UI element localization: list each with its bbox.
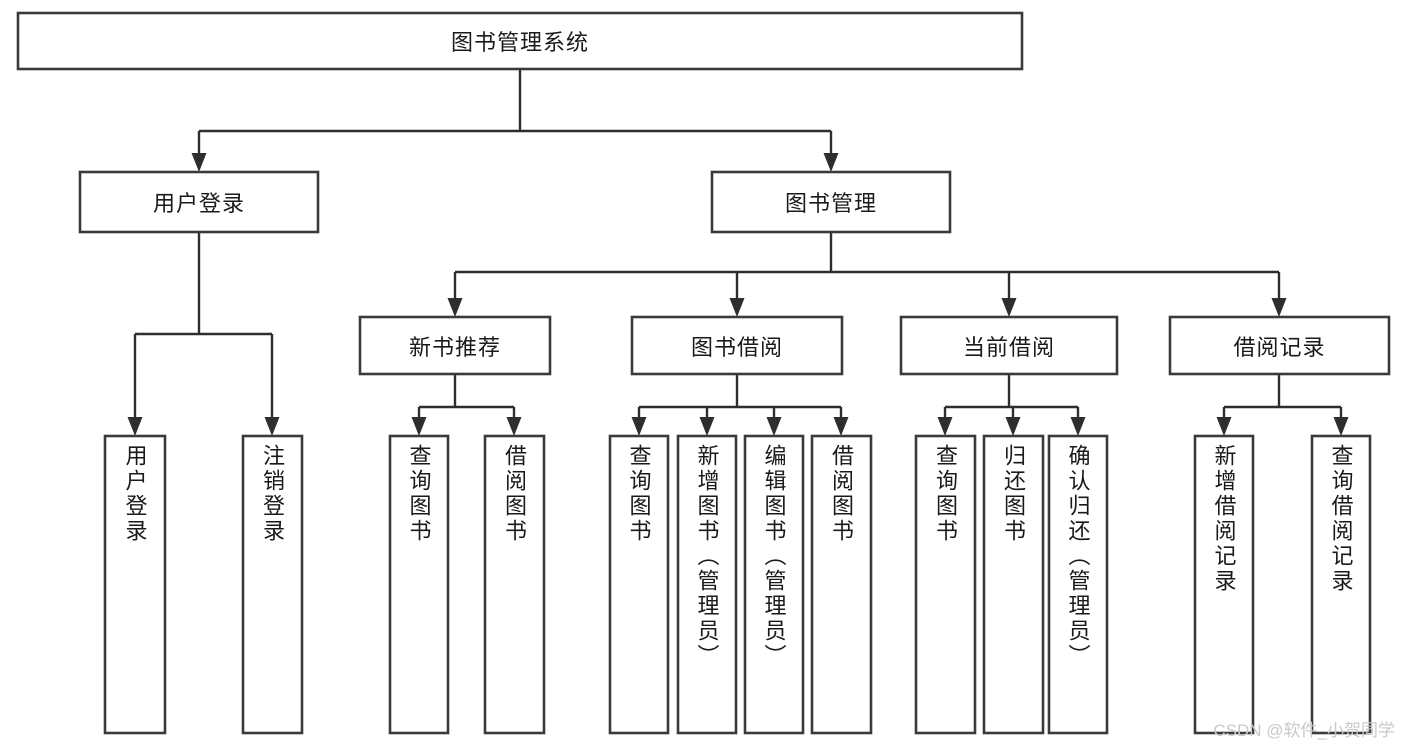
node-box-leaf-edit-book-admin[interactable] (743, 434, 805, 735)
arrow-head-icon (1005, 417, 1021, 436)
csdn-watermark: CSDN @软件_小贺同学 (1213, 721, 1395, 740)
node-box-book-borrow[interactable] (630, 315, 844, 376)
arrow-head-icon (411, 417, 427, 436)
arrow-head-icon (1271, 298, 1287, 317)
node-box-leaf-logout-login[interactable] (241, 434, 304, 735)
arrow-head-icon (833, 417, 849, 436)
arrow-head-icon (1070, 417, 1086, 436)
node-box-leaf-add-book-admin[interactable] (676, 434, 738, 735)
arrow-head-icon (823, 153, 839, 172)
node-box-new-book-recommend[interactable] (358, 315, 552, 376)
arrow-head-icon (506, 417, 522, 436)
arrow-head-icon (264, 417, 280, 436)
arrow-head-icon (766, 417, 782, 436)
arrow-head-icon (1001, 298, 1017, 317)
arrow-head-icon (191, 153, 207, 172)
arrow-head-icon (937, 417, 953, 436)
node-box-leaf-query-borrow-record[interactable] (1310, 434, 1372, 735)
arrow-head-icon (1333, 417, 1349, 436)
node-box-leaf-query-book-current[interactable] (914, 434, 977, 735)
arrow-head-icon (699, 417, 715, 436)
node-box-leaf-borrow-book-recommend[interactable] (483, 434, 546, 735)
node-box-leaf-borrow-book[interactable] (810, 434, 873, 735)
node-box-current-borrow[interactable] (899, 315, 1119, 376)
node-box-book-management[interactable] (710, 170, 952, 234)
node-box-user-login[interactable] (78, 170, 320, 234)
node-box-leaf-query-book-borrow[interactable] (608, 434, 670, 735)
node-box-leaf-user-login[interactable] (103, 434, 167, 735)
arrow-head-icon (127, 417, 143, 436)
node-box-root[interactable] (16, 11, 1024, 71)
node-box-leaf-query-book-recommend[interactable] (388, 434, 450, 735)
node-box-borrow-record[interactable] (1168, 315, 1391, 376)
node-box-leaf-confirm-return-admin[interactable] (1047, 434, 1109, 735)
arrow-head-icon (1216, 417, 1232, 436)
arrow-head-icon (729, 298, 745, 317)
arrow-head-icon (631, 417, 647, 436)
arrow-head-icon (447, 298, 463, 317)
node-box-leaf-return-book[interactable] (982, 434, 1045, 735)
node-box-leaf-add-borrow-record[interactable] (1193, 434, 1255, 735)
